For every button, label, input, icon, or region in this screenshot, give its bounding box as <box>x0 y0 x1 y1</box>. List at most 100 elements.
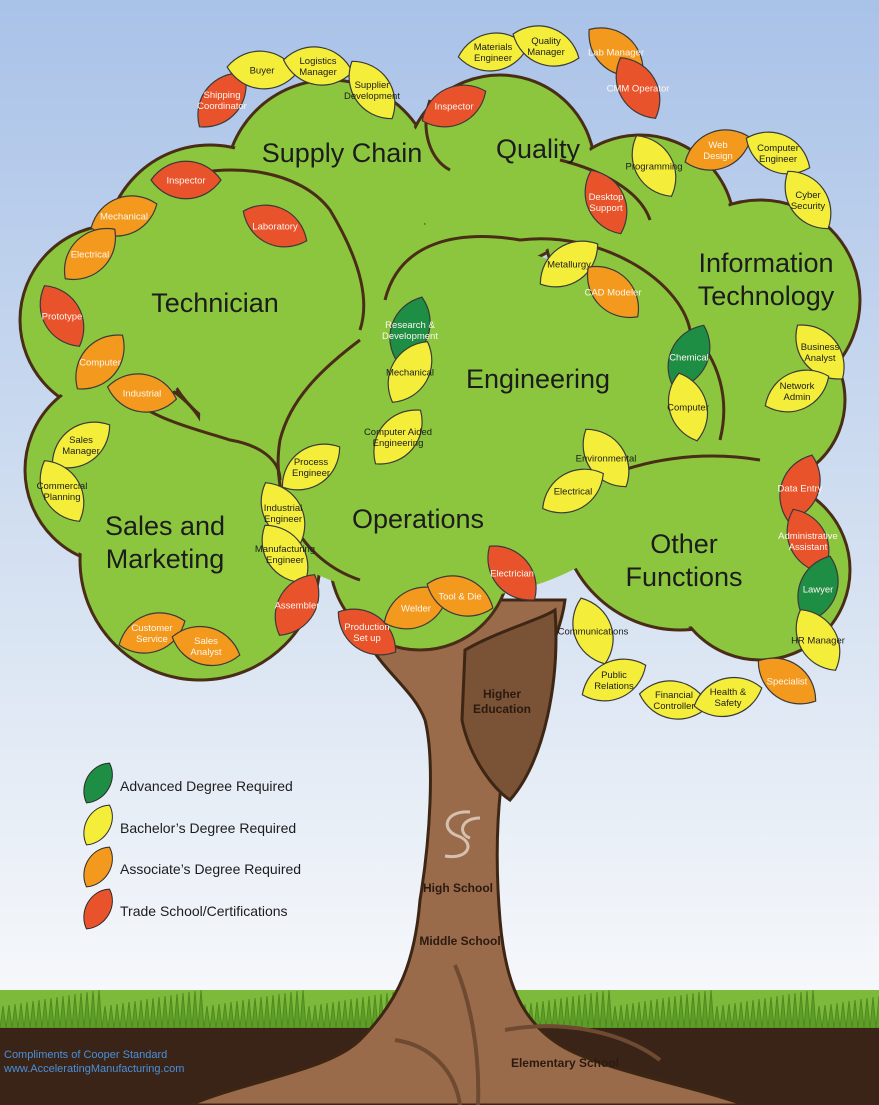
leaf-shape-associate <box>118 612 186 654</box>
leaf-label: Controller <box>653 701 694 712</box>
leaf-shape-trade <box>242 204 308 248</box>
leaf-label: Supplier <box>355 80 390 91</box>
leaf-label: Business <box>801 342 840 353</box>
footer: Compliments of Cooper Standard www.Accel… <box>3 1049 184 1075</box>
leaf-label: Development <box>344 91 400 102</box>
legend-leaf-associate <box>83 846 113 888</box>
leaf-label: Electrical <box>71 250 110 261</box>
leaf-label: Assembler <box>275 601 320 612</box>
leaf-shape-bachelor <box>39 460 85 522</box>
category-supply-chain: Supply Chain <box>262 138 423 168</box>
leaf-label: Manager <box>527 47 565 58</box>
leaf-label: Security <box>791 201 826 212</box>
leaf-label: Communications <box>558 627 629 638</box>
leaf-label: Safety <box>715 698 742 709</box>
leaf-shape-bachelor <box>512 25 580 67</box>
leaf-metallurgy: Metallurgy <box>539 240 599 288</box>
leaf-electrical-technician: Electrical <box>63 227 117 281</box>
leaf-label: Industrial <box>264 503 303 514</box>
category-other-functions-line2: Functions <box>625 562 742 592</box>
leaf-shape-trade <box>337 608 397 656</box>
leaf-label: Production <box>344 622 389 633</box>
leaf-label: Coordinator <box>197 101 247 112</box>
leaf-label: Lab Manager <box>588 48 644 59</box>
leaf-label: HR Manager <box>791 636 845 647</box>
category-sales-marketing-line1: Sales and <box>105 511 225 541</box>
leaf-label: Development <box>382 331 438 342</box>
leaf-shape-trade <box>584 169 628 235</box>
leaf-label: Manager <box>62 446 100 457</box>
leaf-label: Engineer <box>264 514 302 525</box>
legend-item-bachelor: Bachelor’s Degree Required <box>83 804 296 846</box>
cooper-standard-logo-mark <box>444 810 481 859</box>
leaf-label: Materials <box>474 42 513 53</box>
leaf-label: Analyst <box>190 647 222 658</box>
leaf-shape-associate <box>586 265 640 319</box>
trunk-labels: Higher Education High School Middle Scho… <box>419 687 619 1070</box>
footer-website: www.AcceleratingManufacturing.com <box>3 1063 184 1075</box>
leaf-programming: Programming <box>625 135 683 197</box>
leaf-label: Public <box>601 670 627 681</box>
label-higher-education-line1: Higher <box>483 687 521 701</box>
leaf-label: Programming <box>625 162 682 173</box>
legend-text-trade: Trade School/Certifications <box>120 903 288 919</box>
leaf-label: Quality <box>531 36 561 47</box>
leaf-electrical-engineering: Electrical <box>542 468 604 514</box>
leaf-shape-associate <box>171 625 241 667</box>
leaf-shape-bachelor <box>693 676 763 718</box>
leaf-label: Computer <box>757 143 799 154</box>
leaf-mechanical-engineering: Mechanical <box>386 341 434 403</box>
leaf-label: Admin <box>784 392 811 403</box>
leaf-label: Mechanical <box>386 368 434 379</box>
leaf-shape-bachelor <box>795 609 841 671</box>
leaf-cmm-operator: CMM Operator <box>607 57 669 119</box>
leaf-data-entry: Data Entry <box>778 454 823 522</box>
category-other-functions-line1: Other <box>650 529 718 559</box>
leaf-label: Inspector <box>434 102 473 113</box>
category-quality: Quality <box>496 134 581 164</box>
leaf-label: Electrician <box>490 569 534 580</box>
leaf-label: Engineering <box>373 438 424 449</box>
leaf-label: Sales <box>194 636 218 647</box>
leaf-label: Laboratory <box>252 222 298 233</box>
leaf-label: Engineer <box>266 555 304 566</box>
leaf-shape-associate <box>106 373 178 413</box>
leaf-shape-bachelor <box>542 468 604 514</box>
job-leaves: ShippingCoordinatorBuyerLogisticsManager… <box>37 25 845 720</box>
leaf-inspector-technician: Inspector <box>150 160 222 200</box>
leaf-label: Manufacturing <box>255 544 315 555</box>
legend-leaf-advanced <box>83 762 113 804</box>
leaf-shape-associate <box>426 575 494 617</box>
leaf-label: Welder <box>401 604 431 615</box>
legend: Advanced Degree Required Bachelor’s Degr… <box>83 762 301 930</box>
leaf-shape-bachelor <box>581 658 647 702</box>
leaf-label: Industrial <box>123 389 162 400</box>
leaf-shape-trade <box>274 574 320 636</box>
leaf-label: Computer <box>667 403 709 414</box>
category-information-technology-line2: Technology <box>698 281 835 311</box>
leaf-shape-trade <box>421 84 487 128</box>
leaf-shape-associate <box>75 334 125 390</box>
leaf-electrician: Electrician <box>487 545 537 601</box>
leaf-label: Relations <box>594 681 634 692</box>
leaf-label: Administrative <box>778 531 838 542</box>
category-sales-marketing-line2: Marketing <box>106 544 225 574</box>
leaf-tool-die: Tool & Die <box>426 575 494 617</box>
leaf-label: Inspector <box>166 176 205 187</box>
leaf-shape-bachelor <box>667 372 709 442</box>
leaf-label: Specialist <box>767 677 808 688</box>
leaf-cad-modeler: CAD Modeler <box>584 265 642 319</box>
leaf-label: Assistant <box>789 542 828 553</box>
leaf-label: Customer <box>131 623 172 634</box>
